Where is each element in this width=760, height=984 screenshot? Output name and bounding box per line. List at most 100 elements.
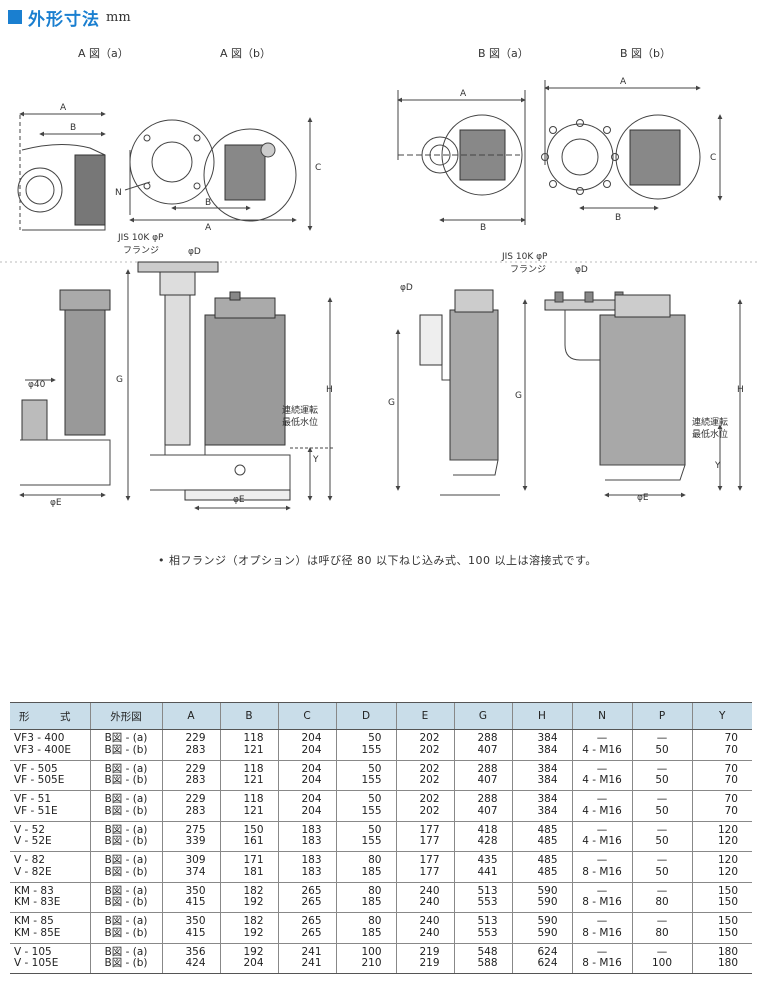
- dim-b: B: [480, 223, 486, 233]
- cell-dash: —: [656, 915, 668, 928]
- cell-line: 288: [477, 762, 498, 775]
- plan-view-a-a: [17, 111, 106, 231]
- cell-line: 204: [301, 793, 322, 806]
- cell-line: 80: [368, 854, 382, 867]
- dim-a: A: [60, 103, 67, 113]
- cell-line: 553: [477, 926, 498, 939]
- min-level-label: 最低水位: [692, 428, 728, 440]
- cell-line: 485: [537, 854, 558, 867]
- cell-line: 590: [537, 896, 558, 909]
- column-header: Y: [691, 702, 752, 730]
- cell-line: 275: [185, 823, 206, 836]
- cell-line: VF - 51E: [14, 804, 58, 817]
- cell-line: 441: [477, 865, 498, 878]
- cell-line: B図 - (b): [104, 804, 148, 817]
- cell-line: 70: [724, 743, 738, 756]
- jis-label: JIS 10K φP: [501, 252, 548, 262]
- cell-line: 183: [301, 865, 322, 878]
- table-cell: —8 - M16: [571, 912, 632, 943]
- cell-line: 485: [537, 865, 558, 878]
- dim-a: A: [460, 89, 467, 99]
- cell-line: B図 - (a): [104, 884, 148, 897]
- flange-label: フランジ: [510, 264, 546, 275]
- cell-line: 8 - M16: [582, 865, 622, 878]
- dim-g: G: [515, 391, 522, 401]
- cell-line: B図 - (b): [104, 926, 148, 939]
- flange-note: • 相フランジ（オプション）は呼び径 80 以下ねじ込み式、100 以上は溶接式…: [158, 554, 597, 567]
- cell-line: 485: [537, 835, 558, 848]
- cell-line: 120: [717, 854, 738, 867]
- cell-line: 384: [537, 774, 558, 787]
- cell-line: 4 - M16: [582, 804, 622, 817]
- cell-line: B図 - (b): [104, 774, 148, 787]
- cell-line: 548: [477, 945, 498, 958]
- cell-line: 50: [368, 823, 382, 836]
- cell-line: 240: [419, 884, 440, 897]
- cell-line: 185: [361, 865, 382, 878]
- table-cell: B図 - (a)B図 - (b): [89, 759, 162, 791]
- cell-line: 202: [419, 793, 440, 806]
- cell-line: 219: [419, 945, 440, 958]
- table-cell: B図 - (a)B図 - (b): [89, 790, 162, 821]
- table-cell: —8 - M16: [571, 851, 632, 882]
- unit-label: mm: [106, 9, 131, 25]
- cell-line: 181: [243, 865, 264, 878]
- cell-dash: —: [656, 823, 668, 836]
- cell-line: 192: [243, 945, 264, 958]
- cell-line: B図 - (a): [104, 732, 148, 745]
- cell-line: 155: [361, 835, 382, 848]
- cell-line: 553: [477, 896, 498, 909]
- cell-line: 180: [717, 945, 738, 958]
- dim-phi-e: φE: [637, 493, 649, 503]
- table-cell: —4 - M16: [571, 820, 632, 852]
- cell-dash: —: [656, 762, 668, 775]
- column-header: E: [395, 702, 454, 730]
- cell-line: 4 - M16: [582, 774, 622, 787]
- cell-line: 50: [655, 804, 669, 817]
- cell-line: 210: [361, 957, 382, 970]
- cell-line: 415: [185, 896, 206, 909]
- cell-line: 202: [419, 762, 440, 775]
- cell-line: 80: [655, 926, 669, 939]
- table-cell: —100: [631, 942, 692, 974]
- cell-line: 202: [419, 732, 440, 745]
- cell-line: B図 - (b): [104, 865, 148, 878]
- cell-line: V - 52: [14, 823, 46, 836]
- cell-line: 155: [361, 743, 382, 756]
- table-cell: —8 - M16: [571, 942, 632, 974]
- dim-g: G: [116, 375, 123, 385]
- cell-dash: —: [656, 884, 668, 897]
- cell-line: 8 - M16: [582, 926, 622, 939]
- cell-line: B図 - (a): [104, 945, 148, 958]
- cell-line: 121: [243, 774, 264, 787]
- cell-line: 204: [301, 743, 322, 756]
- cell-dash: —: [596, 854, 608, 867]
- cell-line: 513: [477, 884, 498, 897]
- dim-phi-d: φD: [400, 283, 413, 293]
- cell-line: KM - 85E: [14, 926, 61, 939]
- cell-line: 384: [537, 793, 558, 806]
- jis-label: JIS 10K φP: [117, 233, 164, 243]
- header-square-icon: [8, 10, 22, 24]
- cell-line: 229: [185, 762, 206, 775]
